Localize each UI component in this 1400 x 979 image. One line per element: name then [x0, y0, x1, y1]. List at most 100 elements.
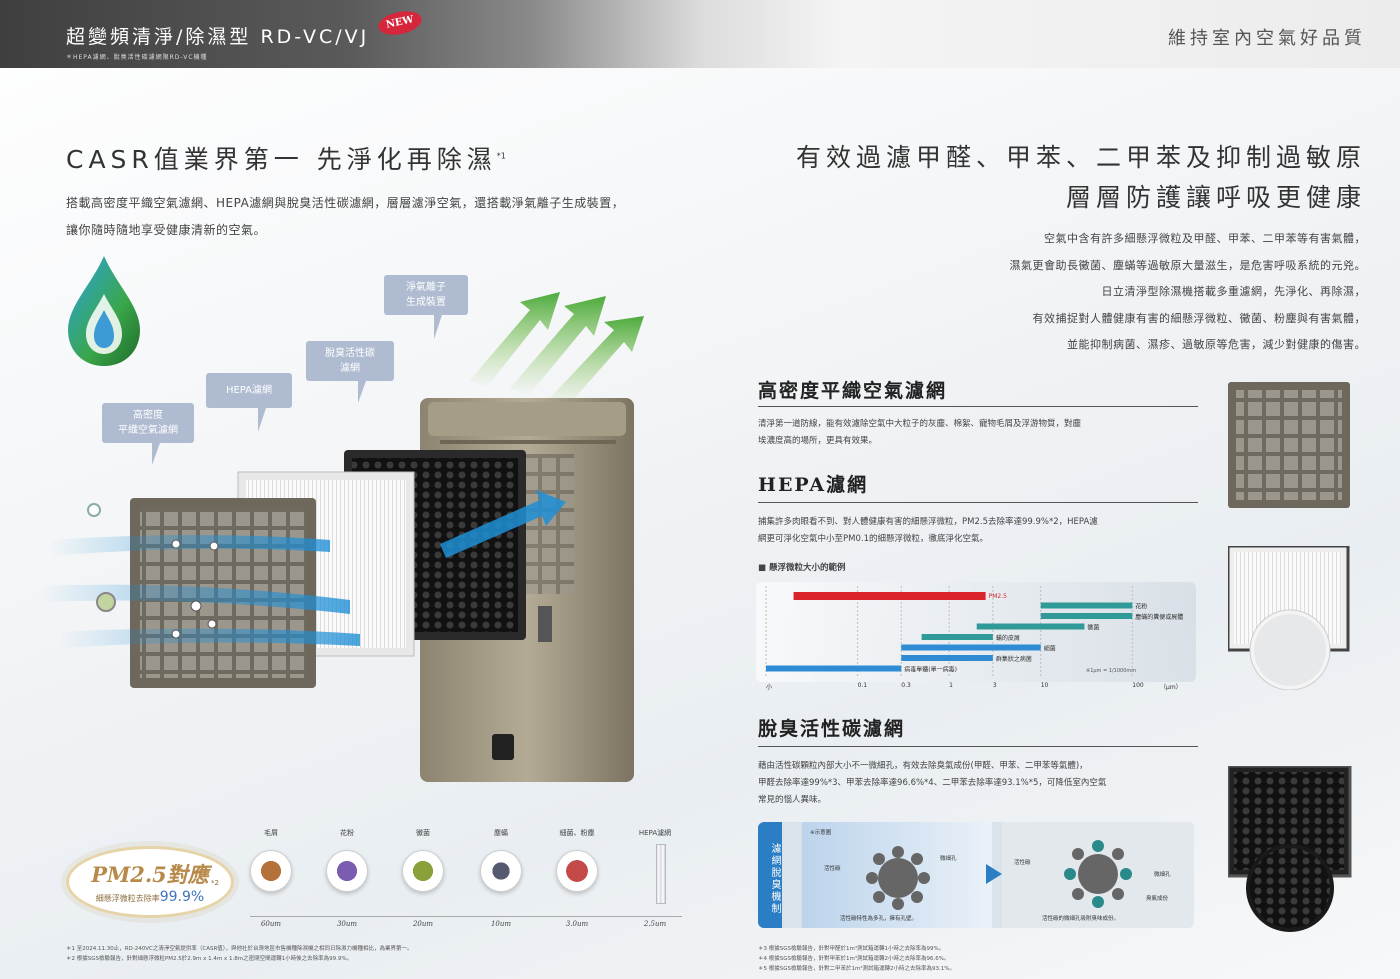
pm25-badge-mark: *2 — [211, 879, 219, 887]
mesh-filter-image — [1228, 382, 1350, 508]
hepa-filter-image — [1228, 546, 1350, 690]
footnote: ＊4 根據SGS檢驗報告，針對甲苯於1m³測試箱運轉2小時之去除率為96.6%。 — [758, 956, 950, 962]
callout-carbon-filter: 脫臭活性碳濾網 — [306, 341, 394, 403]
particle-item: 花粉 — [312, 828, 382, 892]
callout-text: 濾網 — [340, 363, 360, 374]
carbon-particle-icon — [866, 846, 930, 910]
chart-bar-label: 花粉 — [1135, 603, 1147, 611]
chart-tick-label: 3 — [992, 682, 997, 689]
deodor-label: 微細孔 — [1154, 872, 1171, 878]
left-desc-line: 搭載高密度平織空氣濾網、HEPA濾網與脫臭活性碳濾網，層層濾淨空氣，還搭載淨氣離… — [66, 196, 625, 210]
hepa-filter-icon — [656, 844, 666, 904]
deodor-note: ※示意圖 — [810, 830, 832, 836]
section-title-hepa-filter: HEPA濾網 — [758, 474, 869, 496]
deodorizing-mechanism-diagram: 濾網脫臭機制 ※示意圖 活性碳 微細孔 活性碳特性為多孔，擁有孔壁。 活性碳 微… — [758, 822, 1194, 928]
pm25-rate-label: 細懸浮微粒去除率 — [95, 894, 160, 903]
chart-tick-label: 10 — [1040, 682, 1049, 689]
left-footnotes: ＊1 至2024.11.30止，RD-240VC之清淨空氣提供率（CASR值），… — [66, 944, 413, 964]
right-desc-line: 日立清淨型除濕機搭載多重濾網，先淨化、再除濕， — [1101, 285, 1366, 298]
chart-bar-label: 病毒單體(單一病毒) — [904, 666, 957, 674]
footnote: ＊1 至2024.11.30止，RD-240VC之清淨空氣提供率（CASR值），… — [66, 946, 413, 952]
chart-bar — [976, 623, 1085, 630]
chart-bar-label: 蟎的皮屑 — [996, 634, 1020, 642]
chart-bar — [1040, 613, 1133, 619]
particle-label: 毛屑 — [264, 829, 278, 837]
right-desc-line: 並能抑制病菌、濕疹、過敏原等危害，減少對健康的傷害。 — [1067, 338, 1366, 351]
right-desc-line: 濕氣更會助長黴菌、塵蟎等過敏原大量滋生，是危害呼吸系統的元兇。 — [1009, 258, 1366, 272]
particle-size-row: 毛屑 花粉 黴菌 塵蟎 細菌、粉塵 HEPA濾網 60um 30um 20um … — [244, 828, 690, 936]
left-heading-text: CASR值業界第一 先淨化再除濕 — [66, 145, 497, 174]
new-badge: NEW — [376, 7, 424, 39]
pm25-badge-rate: 細懸浮微粒去除率99.9% — [69, 889, 231, 905]
callout-text: 生成裝置 — [406, 297, 446, 308]
footnote: ＊2 根據SGS檢驗報告，針對細懸浮微粒PM2.5於2.9m x 1.4m x … — [66, 956, 353, 962]
callout-text: 高密度 — [133, 410, 163, 421]
particle-label: 細菌、粉塵 — [559, 829, 595, 837]
mold-icon — [402, 850, 444, 892]
callout-ion-generator: 淨氣離子生成裝置 — [384, 275, 468, 339]
section-line: 埃濃度高的場所，更具有效果。 — [758, 436, 878, 446]
particle-size: 60um — [260, 920, 282, 928]
particle-item: 細菌、粉塵 — [542, 828, 612, 892]
deodor-label: 臭氣成份 — [1146, 896, 1169, 902]
callout-text: 淨氣離子 — [406, 282, 446, 293]
section-line: 捕集許多肉眼看不到、對人體健康有害的細懸浮微粒，PM2.5去除率達99.9%*2… — [758, 517, 1098, 527]
chart-bar-label: 黴菌 — [1087, 624, 1099, 632]
size-axis-line — [250, 916, 682, 917]
dander-icon — [250, 850, 292, 892]
section-line: 甲醛去除率達99%*3、甲苯去除率達96.6%*4、二甲苯去除率達93.1%*5… — [758, 778, 1107, 788]
particle-label: HEPA濾網 — [638, 829, 672, 837]
deodor-vertical-title: 濾網脫臭機制 — [758, 822, 782, 928]
chart-bar-label: 群集狀之病菌 — [996, 655, 1032, 663]
chart-label: ■ 懸浮微粒大小的範例 — [758, 563, 846, 573]
deodor-label: 活性碳的微細孔吸附臭味成份。 — [1042, 916, 1120, 922]
right-heading-line1: 有效過濾甲醛、甲苯、二甲苯及抑制過敏原 — [795, 143, 1366, 172]
chart-bar-label: 細菌 — [1044, 645, 1056, 653]
footnote: ＊3 根據SGS檢驗報告，針對甲醛於1m³測試箱運轉1小時之去除率為99%。 — [758, 946, 945, 952]
pm25-badge: PM2.5對應 *2 細懸浮微粒去除率99.9% — [66, 846, 234, 918]
arrow-right-icon — [986, 864, 1002, 884]
deodor-label: 活性碳特性為多孔，擁有孔壁。 — [840, 916, 918, 922]
particle-item: HEPA濾網 — [620, 828, 690, 838]
callout-text: 脫臭活性碳 — [325, 348, 375, 359]
particle-size: 2.5um — [643, 920, 667, 928]
right-description: 空氣中含有許多細懸浮微粒及甲醛、甲苯、二甲苯等有害氣體， 濕氣更會助長黴菌、塵蟎… — [1010, 226, 1367, 359]
particle-size: 3.0um — [565, 920, 589, 928]
left-heading-mark: *1 — [496, 151, 506, 161]
right-heading-line2: 層層防護讓呼吸更健康 — [1065, 183, 1366, 212]
particle-size: 10um — [490, 920, 512, 928]
deodor-label: 微細孔 — [940, 856, 957, 862]
section-line: 網更可淨化空氣中小至PM0.1的細懸浮微粒，徹底淨化空氣。 — [758, 534, 988, 544]
section-divider — [758, 502, 1198, 503]
product-title: 超變頻清淨/除濕型 RD-VC/VJ — [66, 26, 370, 48]
header-right-title: 維持室內空氣好品質 — [1168, 28, 1366, 49]
particle-size-chart-svg: PM2.5花粉塵蟎的糞便或屍體黴菌蟎的皮屑細菌群集狀之病菌病毒單體(單一病毒)※… — [765, 586, 1183, 678]
chart-bar — [766, 665, 902, 672]
footnote: ＊5 根據SGS檢驗報告，針對二甲苯於1m³測試箱運轉2小時之去除率為93.1%… — [758, 966, 956, 972]
particle-label: 花粉 — [340, 829, 354, 837]
left-desc-line: 讓你隨時隨地享受健康清新的空氣。 — [66, 223, 267, 237]
pm25-badge-title: PM2.5對應 — [91, 862, 209, 887]
section-text-carbon-filter: 藉由活性碳顆粒內部大小不一微細孔，有效去除臭氣成份(甲醛、甲苯、二甲苯等氣體)，… — [758, 758, 1198, 809]
section-divider — [758, 406, 1198, 407]
particle-item: 黴菌 — [388, 828, 458, 892]
particle-item: 塵蟎 — [466, 828, 536, 892]
section-divider — [758, 746, 1198, 747]
particle-size: 20um — [412, 920, 434, 928]
right-desc-line: 空氣中含有許多細懸浮微粒及甲醛、甲苯、二甲苯等有害氣體， — [1044, 232, 1366, 245]
chart-tick-label: 0.1 — [857, 682, 868, 689]
chart-tick-label: 100 — [1132, 682, 1144, 689]
section-line: 常見的惱人異味。 — [758, 795, 827, 805]
callout-text: 平織空氣濾網 — [118, 425, 178, 436]
chart-tick-label: 0.3 — [901, 682, 911, 689]
left-description: 搭載高密度平織空氣濾網、HEPA濾網與脫臭活性碳濾網，層層濾淨空氣，還搭載淨氣離… — [66, 190, 686, 244]
right-desc-line: 有效捕捉對人體健康有害的細懸浮微粒、黴菌、粉塵與有害氣體， — [1032, 311, 1366, 325]
section-title-mesh-filter: 高密度平織空氣濾網 — [758, 380, 948, 402]
deodor-label: 活性碳 — [1014, 860, 1031, 866]
chart-bar — [901, 655, 993, 661]
section-text-mesh-filter: 清淨第一道防線，能有效濾除空氣中大粒子的灰塵、棉絮、寵物毛屑及浮游物質，對塵 埃… — [758, 416, 1198, 450]
carbon-adsorbing-icon — [1064, 840, 1132, 908]
particle-item: 毛屑 — [236, 828, 306, 892]
